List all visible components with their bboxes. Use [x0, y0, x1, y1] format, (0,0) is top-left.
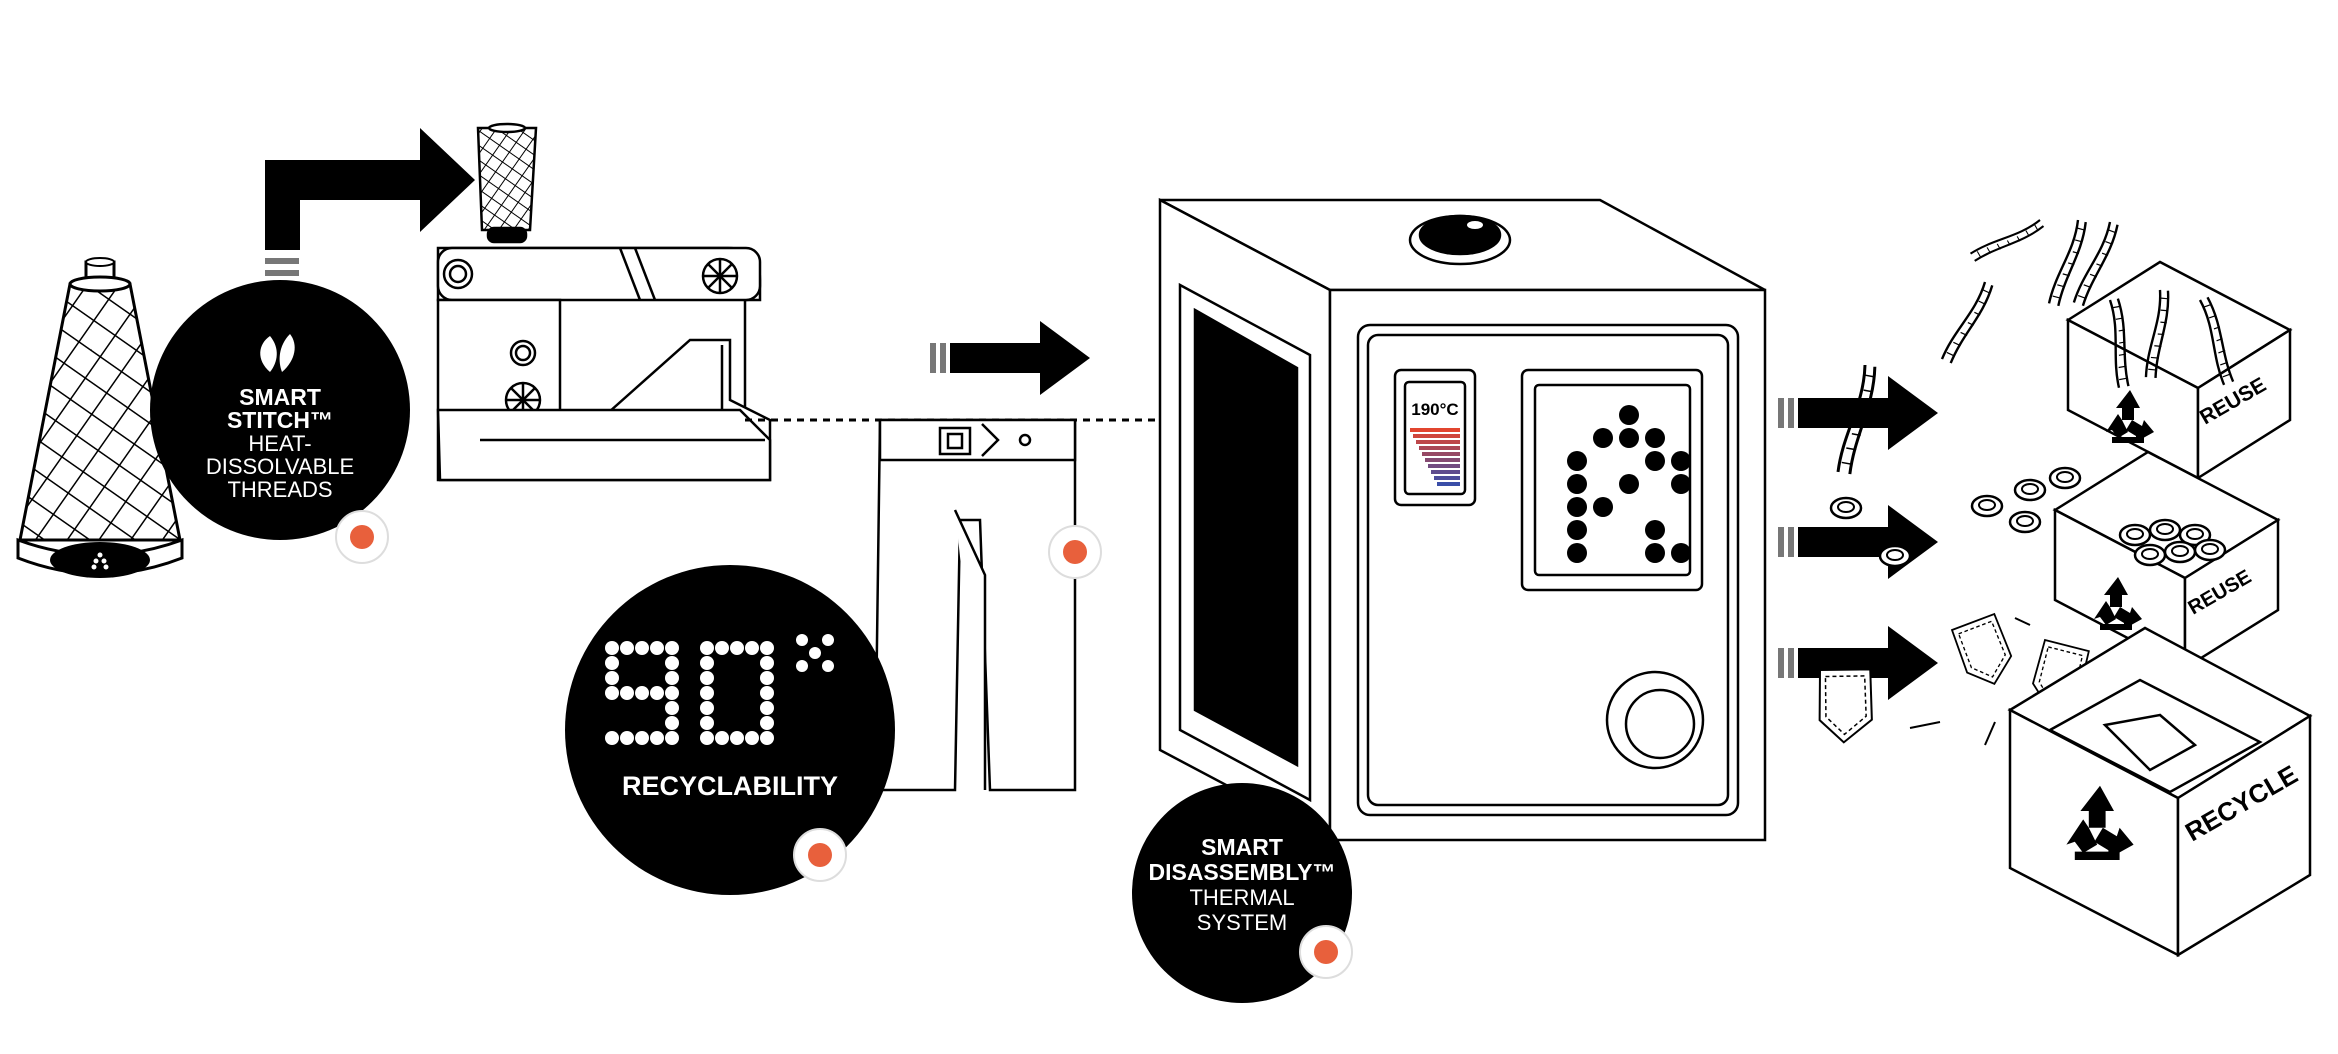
- disassembly-hotspot[interactable]: [1299, 925, 1353, 979]
- smart-disassembly-badge: SMART DISASSEMBLY™ THERMAL SYSTEM: [1132, 783, 1352, 1003]
- dot-digit: [605, 641, 679, 745]
- disassembly-title-1: SMART: [1201, 834, 1283, 860]
- reuse-box-1: [2065, 260, 2293, 481]
- dot-logo-icon: [1567, 405, 1691, 563]
- stitch-title-2: STITCH™: [227, 407, 333, 433]
- recyclability-dot-digits: [605, 634, 834, 745]
- temperature-bar: [1419, 446, 1460, 450]
- recyclability-badge: RECYCLABILITY: [565, 565, 895, 895]
- stitch-desc-2: DISSOLVABLE: [206, 454, 354, 479]
- dot-percent: [796, 634, 834, 672]
- recyclability-label: RECYCLABILITY: [622, 771, 838, 801]
- temperature-bar: [1422, 452, 1460, 456]
- recyclability-hotspot[interactable]: [793, 828, 847, 882]
- recycle-box: [2007, 626, 2313, 958]
- arrow-to-sewing-machine: [265, 128, 475, 276]
- temperature-bar: [1437, 482, 1460, 486]
- jeans: [873, 418, 1077, 792]
- thread-cone: [16, 257, 184, 578]
- stitch-desc-1: HEAT-: [248, 431, 311, 456]
- dot-logo-icon: [91, 552, 109, 570]
- temperature-bar: [1416, 440, 1460, 444]
- stitch-title-1: SMART: [239, 384, 321, 410]
- stitch-hotspot[interactable]: [335, 510, 389, 564]
- temperature-bar: [1428, 464, 1460, 468]
- disassembly-title-2: DISASSEMBLY™: [1148, 859, 1335, 885]
- dot-digit: [700, 641, 774, 745]
- arrow-to-grommets: [1778, 505, 1938, 579]
- temperature-bar: [1410, 428, 1460, 432]
- temperature-bar: [1434, 476, 1460, 480]
- temperature-bar: [1413, 434, 1460, 438]
- sewing-machine: [436, 122, 772, 482]
- jeans-hotspot[interactable]: [1048, 525, 1102, 579]
- disassembly-machine: [1158, 197, 1767, 843]
- stitch-desc-3: THREADS: [227, 477, 332, 502]
- disassembly-desc-1: THERMAL: [1189, 885, 1294, 910]
- temperature-bar: [1431, 470, 1460, 474]
- reuse-box-2: [2052, 450, 2281, 671]
- temperature-readout: 190°C: [1411, 400, 1458, 419]
- smart-stitch-badge: SMART STITCH™ HEAT- DISSOLVABLE THREADS: [150, 280, 410, 540]
- disassembly-desc-2: SYSTEM: [1197, 910, 1287, 935]
- temperature-bar: [1425, 458, 1460, 462]
- loose-patches: [1812, 611, 2095, 746]
- arrow-to-disassembly: [930, 321, 1090, 395]
- leaf-icon: [260, 334, 295, 372]
- temperature-gauge: [1410, 428, 1460, 486]
